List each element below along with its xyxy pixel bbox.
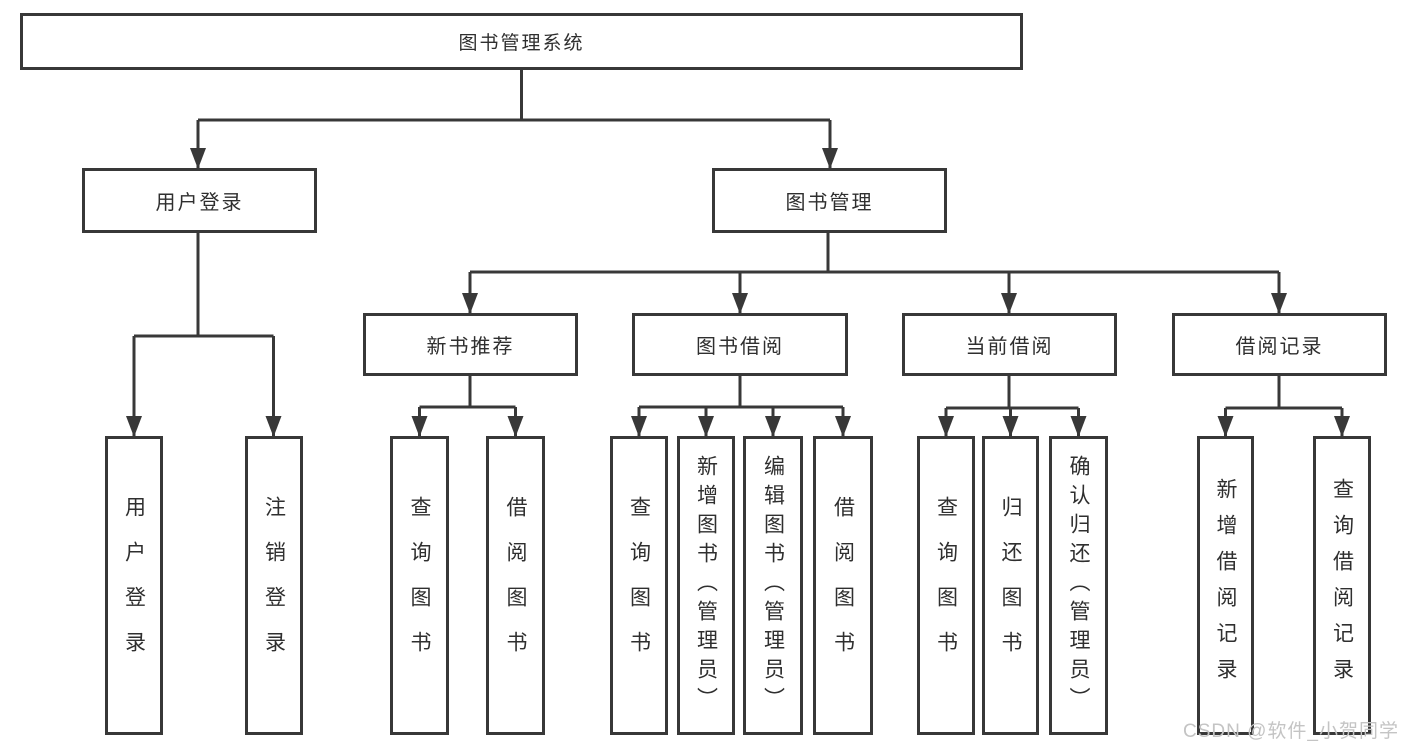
node-user-login-label: 用户登录 [155,192,244,214]
node-current-borrow-label: 当前借阅 [965,336,1054,358]
node-root-label: 图书管理系统 [458,33,585,54]
leaf-return-books: 归还图书 [982,436,1039,735]
leaf-user-login: 用户登录 [105,436,163,735]
leaf-confirm-return-admin-label: 确认归还（管理员） [1067,455,1090,716]
leaf-borrow-books-recommend-label: 借阅图书 [504,495,527,676]
leaf-borrow-books-label: 借阅图书 [831,495,855,676]
node-borrow-records: 借阅记录 [1172,313,1387,376]
node-root: 图书管理系统 [20,13,1023,70]
leaf-edit-books-admin: 编辑图书（管理员） [743,436,803,735]
node-book-management-label: 图书管理 [785,192,874,214]
leaf-logout-label: 注销登录 [262,495,286,676]
leaf-add-borrow-record: 新增借阅记录 [1197,436,1254,735]
leaf-query-borrow-record-label: 查询借阅记录 [1330,477,1354,694]
leaf-query-books-current-label: 查询图书 [934,495,958,676]
leaf-query-books-recommend-label: 查询图书 [408,495,431,676]
csdn-watermark: CSDN @软件_小贺同学 [1183,721,1399,742]
leaf-borrow-books: 借阅图书 [813,436,873,735]
node-book-borrow: 图书借阅 [632,313,848,376]
leaf-confirm-return-admin: 确认归还（管理员） [1049,436,1108,735]
node-borrow-records-label: 借阅记录 [1235,336,1324,358]
leaf-add-borrow-record-label: 新增借阅记录 [1214,477,1237,694]
node-new-book-recommend-label: 新书推荐 [426,336,515,358]
leaf-query-borrow-record: 查询借阅记录 [1313,436,1371,735]
node-book-management: 图书管理 [712,168,947,233]
leaf-add-books-admin-label: 新增图书（管理员） [694,455,718,716]
leaf-borrow-books-recommend: 借阅图书 [486,436,545,735]
node-new-book-recommend: 新书推荐 [363,313,578,376]
leaf-query-books-borrow: 查询图书 [610,436,668,735]
node-current-borrow: 当前借阅 [902,313,1117,376]
leaf-edit-books-admin-label: 编辑图书（管理员） [761,455,785,716]
leaf-return-books-label: 归还图书 [999,495,1022,676]
leaf-user-login-label: 用户登录 [122,495,146,676]
leaf-query-books-current: 查询图书 [917,436,975,735]
node-book-borrow-label: 图书借阅 [696,336,784,358]
leaf-query-books-recommend: 查询图书 [390,436,449,735]
node-user-login: 用户登录 [82,168,317,233]
leaf-logout: 注销登录 [245,436,303,735]
leaf-query-books-borrow-label: 查询图书 [627,495,651,676]
leaf-add-books-admin: 新增图书（管理员） [677,436,735,735]
